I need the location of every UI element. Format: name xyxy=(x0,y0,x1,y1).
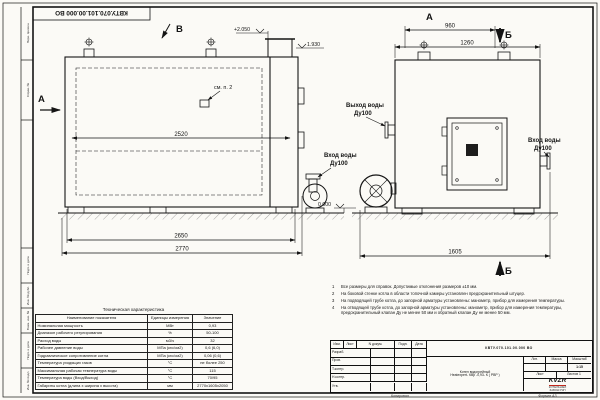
front-view-dimensions: А 960 1260 1605 Б Б Выход воды Ду100 Вхо… xyxy=(346,12,561,277)
format-label: Формат A3 xyxy=(538,394,557,398)
dimension-2770: 2770 xyxy=(175,247,189,253)
ground-line xyxy=(58,212,344,220)
view-direction-a: А xyxy=(38,94,45,105)
stamp-label: Подп. и дата xyxy=(26,256,30,275)
tech-table: Техническая характеристика Наименование … xyxy=(35,306,233,390)
view-label-a: А xyxy=(426,12,433,23)
dimension-2520: 2520 xyxy=(174,132,188,138)
col-header: Единицы измерения xyxy=(147,314,193,323)
tb-role-razrab: Разраб. xyxy=(331,349,371,358)
tb-col-list: Лист xyxy=(344,341,357,350)
stamp-label: Перв. примен. xyxy=(26,23,30,44)
inlet-water-label: Вход воды xyxy=(324,153,357,159)
inlet-water-dn-front: Ду100 xyxy=(534,146,552,152)
tb-col-data: Дата xyxy=(412,341,427,350)
col-header: Значение xyxy=(192,314,233,323)
scale-value: 1:15 xyxy=(568,364,591,372)
top-inverted-stamp: КВТУ.070.101.00.000 ВО xyxy=(32,6,151,21)
blower-fan-icon xyxy=(359,174,397,214)
col-header: Наименование показателя xyxy=(35,314,148,323)
dimension-2650: 2650 xyxy=(174,234,188,240)
tb-col-izm: Изм. xyxy=(331,341,344,350)
frame-left-column: Перв. примен. Справ. № Подп. и дата Инв.… xyxy=(26,23,30,391)
elevation-stub: 1.930 xyxy=(307,42,320,48)
section-label-b-bottom: Б xyxy=(505,266,512,277)
company-logo: KVZR КОТЕЛЬНЫЙ ЗАВОД РЭП xyxy=(548,379,567,392)
doc-number-inverted: КВТУ.070.101.00.000 ВО xyxy=(55,9,128,16)
side-view xyxy=(64,37,328,214)
lifting-lug-icon xyxy=(84,37,94,47)
side-view-dimensions: 2520 2650 2770 +2.050 1.930 0.000 В А см… xyxy=(38,23,357,256)
doc-number: КВТУ.070.101.00.000 ВО xyxy=(427,341,591,357)
elevation-top: +2.050 xyxy=(234,27,250,33)
sight-glass-icon xyxy=(466,144,478,156)
table-header-row: Наименование показателя Единицы измерени… xyxy=(35,314,233,323)
stamp-label: Инв. № подл. xyxy=(26,371,30,390)
tb-role-tkontr: Т.контр. xyxy=(331,365,371,375)
scale-label: Масштаб xyxy=(568,357,591,364)
stamp-label: Подп. и дата xyxy=(26,341,30,360)
product-name: Котел водогрейный Heatexpert- КВр -0,93-… xyxy=(427,357,524,392)
lifting-lug-icon xyxy=(419,40,429,50)
table-row: Диапазон рабочего регулирования%50-100 xyxy=(35,329,233,338)
sheet-label: Лист xyxy=(524,372,557,379)
dimension-960: 960 xyxy=(445,24,456,30)
front-view xyxy=(359,40,551,215)
stamp-label: Инв. № дубл. xyxy=(26,286,30,305)
mass-label: Масса xyxy=(546,357,568,364)
stamp-label: Справ. № xyxy=(26,82,30,97)
lit-label: Лит. xyxy=(524,357,546,364)
tb-role-nkontr: Н.контр. xyxy=(331,374,371,383)
dimension-1605: 1605 xyxy=(448,250,462,256)
sheets-label: Листов 1 xyxy=(557,372,591,379)
boiler-door xyxy=(441,117,508,191)
lifting-lug-icon xyxy=(206,37,216,47)
dimension-1260: 1260 xyxy=(460,41,474,47)
outlet-water-dn: Ду100 xyxy=(354,111,372,117)
copy-label: Копировал xyxy=(390,394,409,398)
tb-role-prov: Пров. xyxy=(331,357,371,366)
ground-line xyxy=(352,212,558,220)
view-label-b: В xyxy=(176,24,183,35)
reference-note: см. п. 2 xyxy=(214,85,232,91)
title-block: Изм. Лист N докум. Подп. Дата Разраб. Пр… xyxy=(330,340,593,393)
tb-col-podp: Подп. xyxy=(395,341,412,350)
section-label-b-top: Б xyxy=(505,30,512,41)
tech-table-title: Техническая характеристика xyxy=(102,307,165,312)
elevation-ground: 0.000 xyxy=(318,202,331,208)
logo-text: KVZR xyxy=(548,379,567,386)
stamp-label: Взам. инв. № xyxy=(26,310,30,330)
tb-col-dokum: N докум. xyxy=(357,341,395,350)
inlet-water-dn: Ду100 xyxy=(330,161,348,167)
table-row: Габариты котла (длина х ширина х высота)… xyxy=(35,381,233,390)
tb-role-utv: Утв. xyxy=(331,382,371,392)
outlet-water-label: Выход воды xyxy=(346,103,384,109)
inlet-water-label-front: Вход воды xyxy=(528,138,561,144)
